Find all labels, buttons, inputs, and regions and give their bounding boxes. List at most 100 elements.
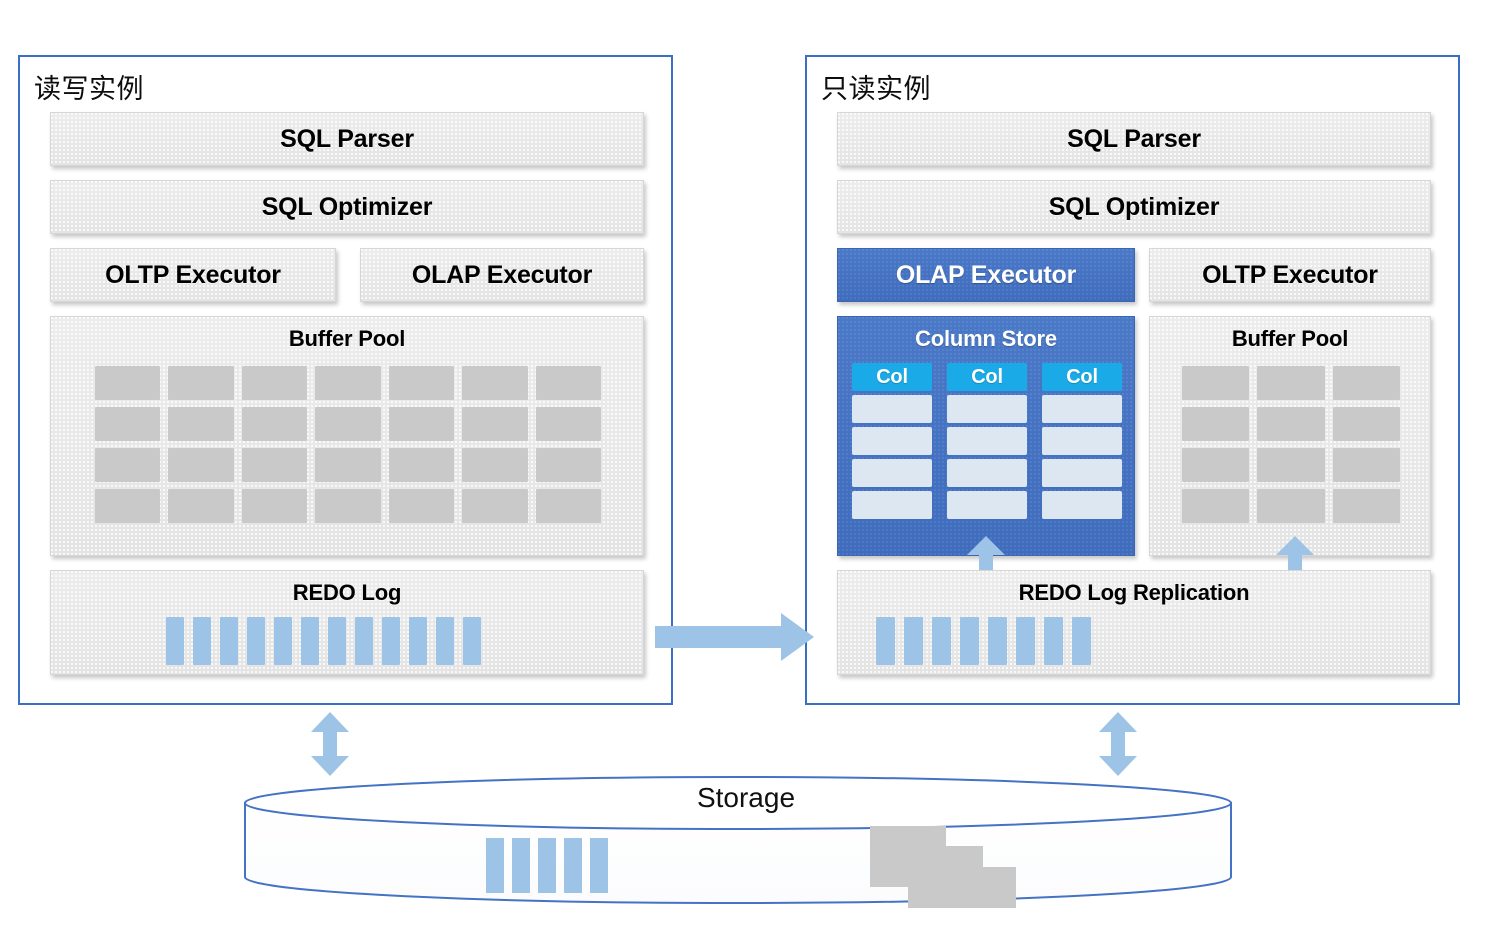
read-write-instance-panel: 读写实例 SQL Parser SQL Optimizer OLTP Execu… bbox=[18, 55, 673, 705]
buffer-page bbox=[241, 407, 308, 441]
buffer-page bbox=[168, 366, 234, 400]
storage-log-bar bbox=[486, 838, 504, 893]
column-store-cell bbox=[1042, 459, 1122, 487]
buffer-page bbox=[1257, 407, 1325, 441]
storage-stairs-icon bbox=[870, 826, 1016, 908]
redo-log-bar bbox=[328, 617, 346, 665]
buffer-page bbox=[1182, 489, 1250, 523]
buffer-page bbox=[95, 407, 161, 441]
rw-olap-executor-box[interactable]: OLAP Executor bbox=[360, 248, 644, 302]
buffer-page bbox=[241, 366, 308, 400]
buffer-page bbox=[168, 489, 234, 523]
column-store-cell bbox=[1042, 491, 1122, 519]
buffer-page bbox=[241, 448, 308, 482]
buffer-page bbox=[315, 407, 381, 441]
rw-buffer-pool-box[interactable]: Buffer Pool bbox=[50, 316, 644, 556]
ro-sql-optimizer-label: SQL Optimizer bbox=[1048, 192, 1220, 221]
rw-storage-bidirectional-arrow bbox=[311, 712, 349, 776]
ro-column-store-label: Column Store bbox=[915, 326, 1057, 351]
column-store-cell bbox=[1042, 427, 1122, 455]
ro-oltp-executor-box[interactable]: OLTP Executor bbox=[1149, 248, 1431, 302]
ro-sql-optimizer-box[interactable]: SQL Optimizer bbox=[837, 180, 1431, 234]
ro-column-store-columns: Col Col Col bbox=[852, 363, 1122, 519]
storage-log-bar bbox=[564, 838, 582, 893]
rw-buffer-pool-label: Buffer Pool bbox=[288, 326, 406, 351]
buffer-page bbox=[388, 366, 455, 400]
redo-log-bar bbox=[193, 617, 211, 665]
buffer-page bbox=[462, 366, 528, 400]
column-store-up-arrow bbox=[967, 536, 1005, 570]
ro-oltp-executor-label: OLTP Executor bbox=[1202, 260, 1378, 289]
ro-redo-log-label: REDO Log Replication bbox=[1018, 580, 1250, 605]
rw-olap-executor-label: OLAP Executor bbox=[411, 260, 593, 289]
redo-log-bar bbox=[960, 617, 979, 665]
ro-sql-parser-box[interactable]: SQL Parser bbox=[837, 112, 1431, 166]
rw-sql-parser-box[interactable]: SQL Parser bbox=[50, 112, 644, 166]
buffer-page bbox=[315, 489, 381, 523]
storage-log-bar bbox=[590, 838, 608, 893]
rw-oltp-executor-label: OLTP Executor bbox=[105, 260, 281, 289]
buffer-page bbox=[95, 448, 161, 482]
buffer-page bbox=[535, 448, 601, 482]
redo-log-bar bbox=[355, 617, 373, 665]
rw-buffer-pool-grid bbox=[95, 366, 601, 523]
storage-log-bar bbox=[512, 838, 530, 893]
ro-buffer-pool-label: Buffer Pool bbox=[1231, 326, 1349, 351]
buffer-page bbox=[315, 448, 381, 482]
buffer-page bbox=[1332, 448, 1400, 482]
redo-log-bar bbox=[1016, 617, 1035, 665]
buffer-page bbox=[462, 489, 528, 523]
buffer-page bbox=[388, 448, 455, 482]
ro-column-store-box[interactable]: Column Store Col Col Col bbox=[837, 316, 1135, 556]
buffer-page bbox=[1257, 489, 1325, 523]
ro-storage-bidirectional-arrow bbox=[1099, 712, 1137, 776]
read-only-instance-panel: 只读实例 SQL Parser SQL Optimizer OLAP Execu… bbox=[805, 55, 1460, 705]
rw-sql-parser-label: SQL Parser bbox=[280, 124, 414, 153]
column-store-column[interactable]: Col bbox=[947, 363, 1027, 519]
buffer-page bbox=[168, 448, 234, 482]
rw-sql-optimizer-label: SQL Optimizer bbox=[261, 192, 433, 221]
buffer-page bbox=[95, 489, 161, 523]
ro-buffer-pool-grid bbox=[1182, 366, 1400, 523]
buffer-page bbox=[1257, 448, 1325, 482]
column-store-column[interactable]: Col bbox=[1042, 363, 1122, 519]
read-write-instance-title: 读写实例 bbox=[34, 74, 144, 105]
buffer-page bbox=[462, 407, 528, 441]
column-store-column[interactable]: Col bbox=[852, 363, 932, 519]
rw-redo-log-box[interactable]: REDO Log bbox=[50, 570, 644, 675]
buffer-page bbox=[462, 448, 528, 482]
buffer-page bbox=[315, 366, 381, 400]
ro-sql-parser-label: SQL Parser bbox=[1067, 124, 1201, 153]
redo-log-bar bbox=[166, 617, 184, 665]
redo-log-bar bbox=[1072, 617, 1091, 665]
buffer-page bbox=[1182, 448, 1250, 482]
buffer-page bbox=[241, 489, 308, 523]
buffer-page bbox=[95, 366, 161, 400]
ro-olap-executor-label: OLAP Executor bbox=[895, 260, 1077, 289]
rw-sql-optimizer-box[interactable]: SQL Optimizer bbox=[50, 180, 644, 234]
ro-buffer-pool-box[interactable]: Buffer Pool bbox=[1149, 316, 1431, 556]
buffer-page bbox=[535, 407, 601, 441]
redo-log-bar bbox=[409, 617, 427, 665]
column-store-cell bbox=[852, 491, 932, 519]
column-store-cell bbox=[947, 395, 1027, 423]
ro-olap-executor-box[interactable]: OLAP Executor bbox=[837, 248, 1135, 302]
column-store-cell bbox=[852, 427, 932, 455]
redo-log-bar bbox=[904, 617, 923, 665]
redo-log-bar bbox=[436, 617, 454, 665]
redo-log-replication-arrow bbox=[655, 613, 814, 661]
buffer-page bbox=[388, 407, 455, 441]
ro-redo-log-box[interactable]: REDO Log Replication bbox=[837, 570, 1431, 675]
rw-oltp-executor-box[interactable]: OLTP Executor bbox=[50, 248, 336, 302]
read-only-instance-title: 只读实例 bbox=[821, 74, 931, 105]
buffer-page bbox=[1332, 407, 1400, 441]
column-store-column-header: Col bbox=[947, 363, 1027, 391]
buffer-page bbox=[1332, 366, 1400, 400]
column-store-cell bbox=[947, 459, 1027, 487]
ro-redo-log-bars bbox=[876, 617, 1091, 665]
buffer-page bbox=[535, 366, 601, 400]
buffer-page bbox=[1257, 366, 1325, 400]
redo-log-bar bbox=[463, 617, 481, 665]
redo-log-bar bbox=[220, 617, 238, 665]
